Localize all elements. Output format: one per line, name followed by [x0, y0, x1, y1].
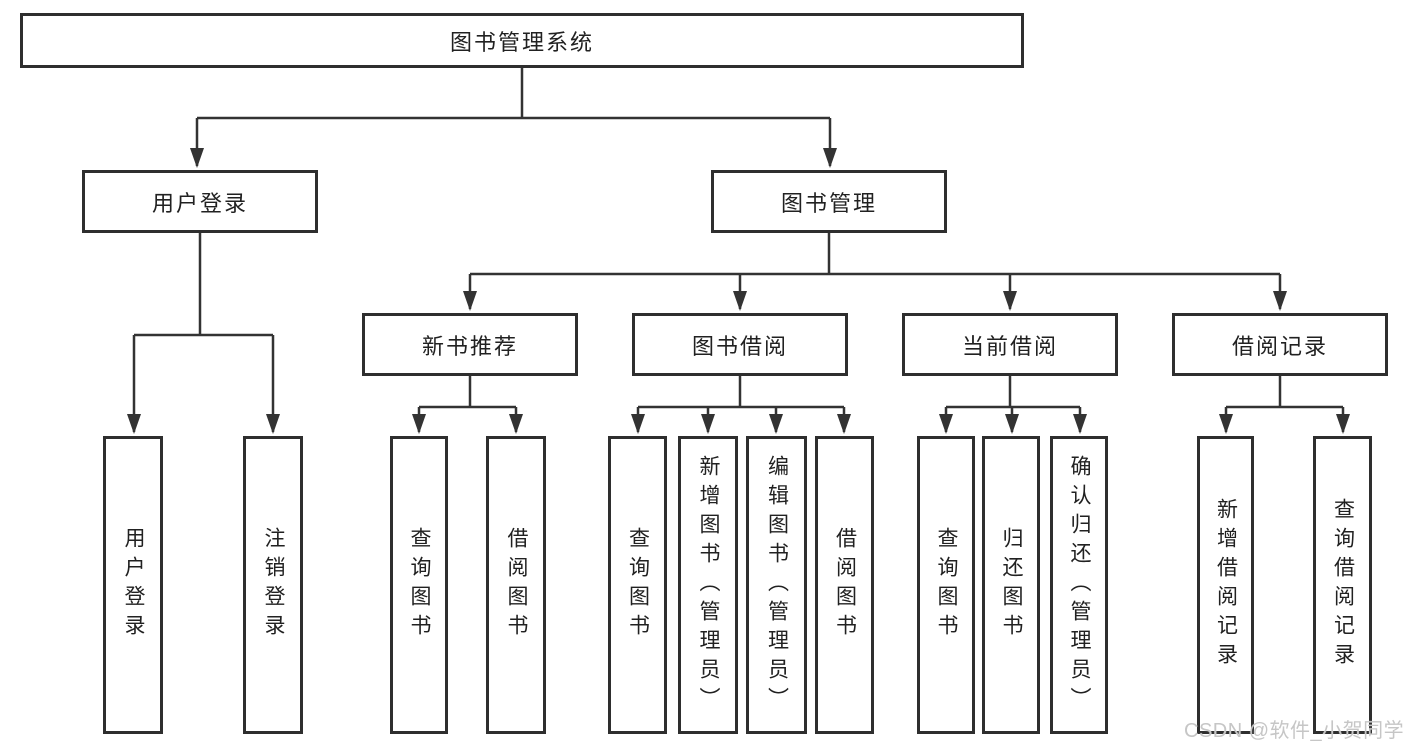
leaf-borrow-add-books-admin: 新增图书（管理员）	[678, 436, 738, 734]
leaf-borrow-query-books: 查询图书	[608, 436, 667, 734]
leaf-borrow-query-books-label: 查询图书	[626, 527, 650, 643]
leaf-newbook-query-books-label: 查询图书	[408, 527, 431, 643]
node-current-borrow: 当前借阅	[902, 313, 1118, 376]
leaf-current-query-books-label: 查询图书	[935, 527, 958, 643]
leaf-newbook-borrow-books: 借阅图书	[486, 436, 546, 734]
node-new-book-recommend-label: 新书推荐	[421, 333, 518, 359]
leaf-borrow-borrow-books-label: 借阅图书	[833, 527, 857, 643]
leaf-current-query-books: 查询图书	[917, 436, 975, 734]
node-user-login: 用户登录	[82, 170, 318, 233]
leaf-user-login-label: 用户登录	[122, 527, 145, 643]
node-book-management-label: 图书管理	[780, 190, 877, 216]
node-root: 图书管理系统	[20, 13, 1024, 68]
leaf-borrow-edit-books-admin-label: 编辑图书（管理员）	[765, 454, 789, 716]
leaf-record-add: 新增借阅记录	[1197, 436, 1254, 734]
leaf-borrow-borrow-books: 借阅图书	[815, 436, 874, 734]
node-borrow-record-label: 借阅记录	[1231, 333, 1328, 359]
node-book-management: 图书管理	[711, 170, 947, 233]
leaf-current-return-books: 归还图书	[982, 436, 1040, 734]
watermark: CSDN @软件_小贺同学	[1184, 720, 1405, 742]
leaf-user-login: 用户登录	[103, 436, 163, 734]
leaf-record-query: 查询借阅记录	[1313, 436, 1372, 734]
node-book-borrow-label: 图书借阅	[691, 333, 788, 359]
node-borrow-record: 借阅记录	[1172, 313, 1388, 376]
node-user-login-label: 用户登录	[151, 190, 248, 216]
leaf-current-confirm-return-admin: 确认归还（管理员）	[1050, 436, 1108, 734]
leaf-record-query-label: 查询借阅记录	[1331, 498, 1355, 672]
leaf-current-confirm-return-admin-label: 确认归还（管理员）	[1068, 454, 1091, 716]
node-root-label: 图书管理系统	[449, 29, 594, 55]
leaf-newbook-query-books: 查询图书	[390, 436, 448, 734]
leaf-logout-login-label: 注销登录	[262, 527, 285, 643]
leaf-logout-login: 注销登录	[243, 436, 303, 734]
leaf-current-return-books-label: 归还图书	[1000, 527, 1023, 643]
leaf-record-add-label: 新增借阅记录	[1214, 498, 1238, 672]
leaf-borrow-add-books-admin-label: 新增图书（管理员）	[697, 454, 720, 716]
leaf-newbook-borrow-books-label: 借阅图书	[505, 527, 528, 643]
node-new-book-recommend: 新书推荐	[362, 313, 578, 376]
node-current-borrow-label: 当前借阅	[961, 333, 1058, 359]
leaf-borrow-edit-books-admin: 编辑图书（管理员）	[746, 436, 807, 734]
node-book-borrow: 图书借阅	[632, 313, 848, 376]
